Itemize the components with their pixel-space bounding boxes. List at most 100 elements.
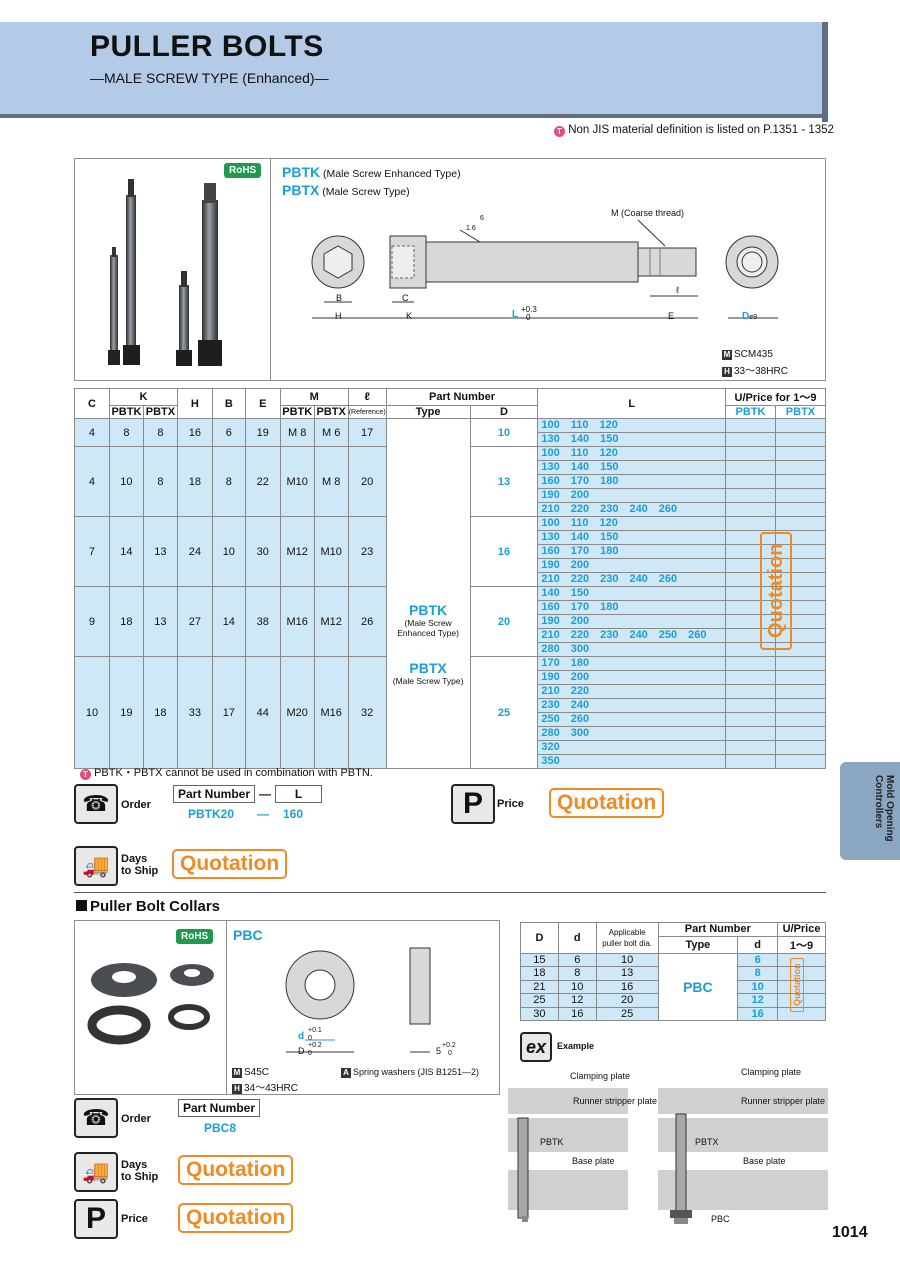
dim-e: E xyxy=(668,311,675,321)
cell-e: 22 xyxy=(244,446,281,517)
col-l: L xyxy=(537,388,726,419)
collar-box xyxy=(74,920,500,1095)
collar-quotation-badge: Quotation xyxy=(790,958,804,1012)
price-cell-pbtk xyxy=(725,488,776,503)
type-pbtx: PBTX xyxy=(409,659,447,676)
collar-code: PBC xyxy=(233,927,263,943)
collar-cell-pd: 6 xyxy=(737,952,779,967)
cell-l: 23 xyxy=(347,516,387,587)
material-note: T Non JIS material definition is listed … xyxy=(554,124,834,137)
days-quotation: Quotation xyxy=(172,849,288,879)
pbtx-label: PBTX xyxy=(695,1137,719,1147)
cell-m1: M 8 xyxy=(279,418,315,447)
col-d: D xyxy=(469,405,539,419)
pbtk-label: PBTK xyxy=(540,1137,564,1147)
cell-m2: M 8 xyxy=(313,446,349,517)
price-cell-pbtk xyxy=(725,698,776,713)
cell-l-values: 250 260 xyxy=(537,712,726,727)
cell-e: 38 xyxy=(244,586,281,657)
collar-cell-price xyxy=(777,952,826,967)
price-cell-pbtk xyxy=(725,740,776,755)
cell-b: 8 xyxy=(211,446,246,517)
collar-days-label-2: to Ship xyxy=(121,1171,159,1183)
cell-d: 16 xyxy=(469,516,539,587)
material-mark: M xyxy=(722,350,732,360)
cell-l-values: 280 300 xyxy=(537,726,726,741)
collar-material-mark: M xyxy=(232,1068,242,1078)
rohs-badge: RoHS xyxy=(224,163,262,178)
cell-h: 33 xyxy=(176,656,213,769)
price-cell-pbtk xyxy=(725,726,776,741)
col-h: H xyxy=(176,388,213,419)
cell-k2: 8 xyxy=(142,418,178,447)
thread-label: M (Coarse thread) xyxy=(611,208,685,218)
cell-m1: M10 xyxy=(279,446,315,517)
col-uprice: U/Price for 1〜9 xyxy=(725,388,826,406)
cell-l-values: 170 180 xyxy=(537,656,726,671)
dim-b: B xyxy=(336,293,343,303)
table-row: 130 140 150 xyxy=(75,432,827,447)
quotation-badge-vertical: Quotation xyxy=(760,532,792,650)
order-l-value: 160 xyxy=(283,807,304,821)
cell-k1: 10 xyxy=(108,446,144,517)
table-row: 190 200 xyxy=(75,558,827,573)
cell-m1: M12 xyxy=(279,516,315,587)
hardness-value: 33〜38HRC xyxy=(734,366,788,377)
info-icon: T xyxy=(80,769,91,780)
cell-l-values: 130 140 150 xyxy=(537,530,726,545)
price-quotation: Quotation xyxy=(549,788,665,818)
cell-b: 14 xyxy=(211,586,246,657)
collar-dim-d: d xyxy=(298,1031,305,1042)
side-tab[interactable] xyxy=(840,762,900,860)
cell-h: 24 xyxy=(176,516,213,587)
cell-l: 17 xyxy=(347,418,387,447)
price-cell-pbtx xyxy=(774,488,827,503)
type-pbtk-label: PBTK (Male Screw Enhanced Type) xyxy=(282,164,461,180)
cell-k2: 13 xyxy=(142,516,178,587)
collar-spring-value: Spring washers (JIS B1251—2) xyxy=(353,1067,480,1077)
cell-b: 17 xyxy=(211,656,246,769)
collar-dim-D-tol-upper: +0.2 xyxy=(308,1042,322,1049)
table-row: 190 200 xyxy=(75,670,827,685)
collar-cell-D: 15 xyxy=(520,952,559,967)
table-row: 210 220 230 240 260 xyxy=(75,502,827,517)
collar-cell-d: 12 xyxy=(557,993,597,1008)
col-e: E xyxy=(244,388,281,419)
cell-m2: M 6 xyxy=(313,418,349,447)
cell-l-values: 210 220 230 240 260 xyxy=(537,572,726,587)
collar-dim-5-tol-upper: +0.2 xyxy=(442,1042,456,1049)
collar-cell-D: 21 xyxy=(520,979,559,994)
cell-l-values: 350 xyxy=(537,754,726,769)
price-cell-pbtx xyxy=(774,670,827,685)
price-cell-pbtx xyxy=(774,474,827,489)
price-cell-pbtx xyxy=(774,572,827,587)
collar-pn-value: PBC8 xyxy=(204,1121,237,1135)
price-cell-pbtx xyxy=(774,726,827,741)
assembly-diagram xyxy=(508,1088,828,1224)
cell-b: 6 xyxy=(211,418,246,447)
example-icon: ex xyxy=(520,1032,552,1062)
collar-cell-price xyxy=(777,1006,826,1021)
cell-c: 9 xyxy=(74,586,110,657)
cell-k1: 18 xyxy=(108,586,144,657)
cell-l: 20 xyxy=(347,446,387,517)
collar-order-label: Order xyxy=(121,1113,151,1125)
table-row: 210 220 230 240 250 260 xyxy=(75,628,827,643)
collar-dim-5: 5 xyxy=(436,1046,442,1056)
dim-l-length: L xyxy=(512,309,519,320)
order-l-header: L xyxy=(275,785,323,803)
price-cell-pbtx xyxy=(774,656,827,671)
dim-l-tol-upper: +0.3 xyxy=(521,305,537,314)
collar-col-applicable-1: Applicable xyxy=(608,927,646,937)
cell-h: 18 xyxy=(176,446,213,517)
type-pbtx-desc: (Male Screw Type) xyxy=(322,186,410,198)
order-dash: — xyxy=(259,787,272,801)
collars-title: Puller Bolt Collars xyxy=(76,898,220,915)
